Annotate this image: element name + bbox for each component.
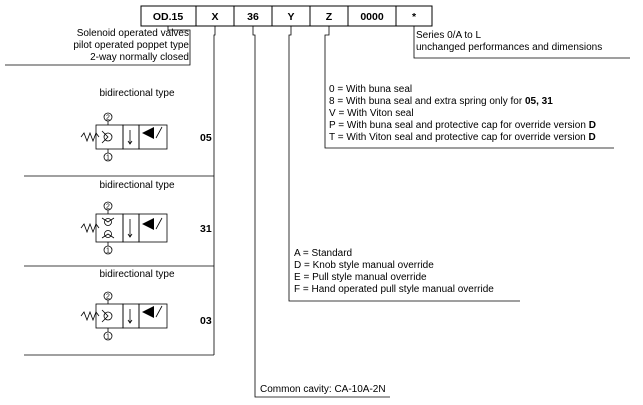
- solenoid-coil-icon: [155, 217, 163, 230]
- check-seat-icon: [101, 217, 115, 239]
- variant-05-code: 05: [200, 132, 212, 144]
- port-2-number: 2: [106, 204, 110, 211]
- code-text-series: *: [412, 11, 417, 23]
- seal-option-p: P = With buna seal and protective cap fo…: [329, 120, 596, 131]
- solenoid-arrow-icon: [142, 218, 154, 230]
- pilot-arrow-icon: [127, 130, 133, 145]
- variant-vertical-leader: [213, 26, 216, 355]
- series-line-1: Series 0/A to L: [416, 30, 481, 41]
- poppet-envelope: [95, 213, 124, 243]
- port-1-circle: [103, 331, 113, 341]
- variant-31-label: bidirectional type: [99, 180, 174, 191]
- variant-05-label: bidirectional type: [99, 88, 174, 99]
- pilot-envelope: [122, 124, 140, 150]
- seal-option-8: 8 = With buna seal and extra spring only…: [329, 96, 553, 107]
- cavity-note: Common cavity: CA-10A-2N: [252, 26, 390, 398]
- code-text-seal: Z: [326, 11, 333, 23]
- port-1-number: 1: [106, 248, 110, 255]
- valve-symbol-03: 2 1: [80, 291, 168, 341]
- check-ball-icon: [103, 311, 113, 321]
- code-text-zeros: 0000: [360, 11, 384, 23]
- variant-31: bidirectional type 31 2 1: [80, 180, 212, 255]
- code-text-override: Y: [287, 11, 294, 23]
- variant-31-code: 31: [200, 223, 212, 235]
- port-1-number: 1: [106, 334, 110, 341]
- code-box-row: OD.15 X 36 Y Z 0000 *: [140, 5, 433, 27]
- pilot-envelope: [122, 213, 140, 243]
- solenoid-coil-icon: [155, 126, 163, 139]
- seal-option-0: 0 = With buna seal: [329, 84, 412, 95]
- variant-leaders: [24, 26, 216, 356]
- port-1-circle: [103, 245, 113, 255]
- description-leader: [5, 26, 191, 66]
- code-text-x: X: [211, 11, 218, 23]
- poppet-envelope: [95, 124, 124, 150]
- valve-symbol-05: 2 1: [80, 112, 168, 162]
- seal-option-t: T = With Viton seal and protective cap f…: [329, 132, 596, 143]
- series-leader: [413, 26, 630, 59]
- port-2-circle: [103, 112, 113, 122]
- check-ball-bottom-icon: [104, 230, 112, 238]
- series-note: Series 0/A to L unchanged performances a…: [413, 26, 630, 59]
- override-options: A = Standard D = Knob style manual overr…: [288, 26, 520, 302]
- seal-option-v: V = With Viton seal: [329, 108, 414, 119]
- poppet-envelope: [95, 303, 124, 329]
- solenoid-arrow-icon: [142, 306, 154, 318]
- pilot-arrow-icon: [127, 219, 133, 238]
- override-option-f: F = Hand operated pull style manual over…: [294, 284, 494, 295]
- solenoid-arrow-icon: [142, 127, 154, 139]
- port-1-number: 1: [106, 155, 110, 162]
- variant-03-code: 03: [200, 315, 212, 327]
- port-2-circle: [103, 291, 113, 301]
- description-line-2: pilot operated poppet type: [73, 40, 189, 51]
- description-line-3: 2-way normally closed: [90, 52, 189, 63]
- check-seat-icon: [101, 130, 109, 144]
- port-2-number: 2: [106, 294, 110, 301]
- override-option-e: E = Pull style manual override: [294, 272, 427, 283]
- override-option-d: D = Knob style manual override: [294, 260, 434, 271]
- valve-description: Solenoid operated valves pilot operated …: [5, 26, 191, 66]
- cavity-text: Common cavity: CA-10A-2N: [260, 384, 386, 395]
- check-ball-icon: [103, 132, 113, 142]
- override-option-a: A = Standard: [294, 248, 352, 259]
- solenoid-coil-icon: [155, 305, 163, 318]
- code-text-size: 36: [247, 11, 259, 23]
- valve-symbol-31: 2 1: [80, 201, 168, 255]
- cavity-leader: [252, 26, 390, 398]
- port-2-circle: [103, 201, 113, 211]
- solenoid-envelope: [138, 124, 168, 150]
- seal-options: 0 = With buna seal 8 = With buna seal an…: [324, 26, 614, 149]
- pilot-arrow-icon: [127, 309, 133, 324]
- check-seat-icon: [101, 309, 109, 323]
- pilot-envelope: [122, 303, 140, 329]
- variant-03: bidirectional type 03 2 1: [80, 269, 212, 341]
- code-text-model: OD.15: [153, 11, 184, 23]
- port-2-number: 2: [106, 115, 110, 122]
- check-ball-top-icon: [104, 218, 112, 226]
- series-line-2: unchanged performances and dimensions: [416, 42, 602, 53]
- override-leader: [288, 26, 520, 302]
- variant-03-label: bidirectional type: [99, 269, 174, 280]
- port-1-circle: [103, 152, 113, 162]
- solenoid-envelope: [138, 213, 168, 243]
- variant-05: bidirectional type 05 2 1: [80, 88, 212, 162]
- solenoid-envelope: [138, 303, 168, 329]
- seal-leader: [324, 26, 614, 149]
- description-line-1: Solenoid operated valves: [77, 28, 189, 39]
